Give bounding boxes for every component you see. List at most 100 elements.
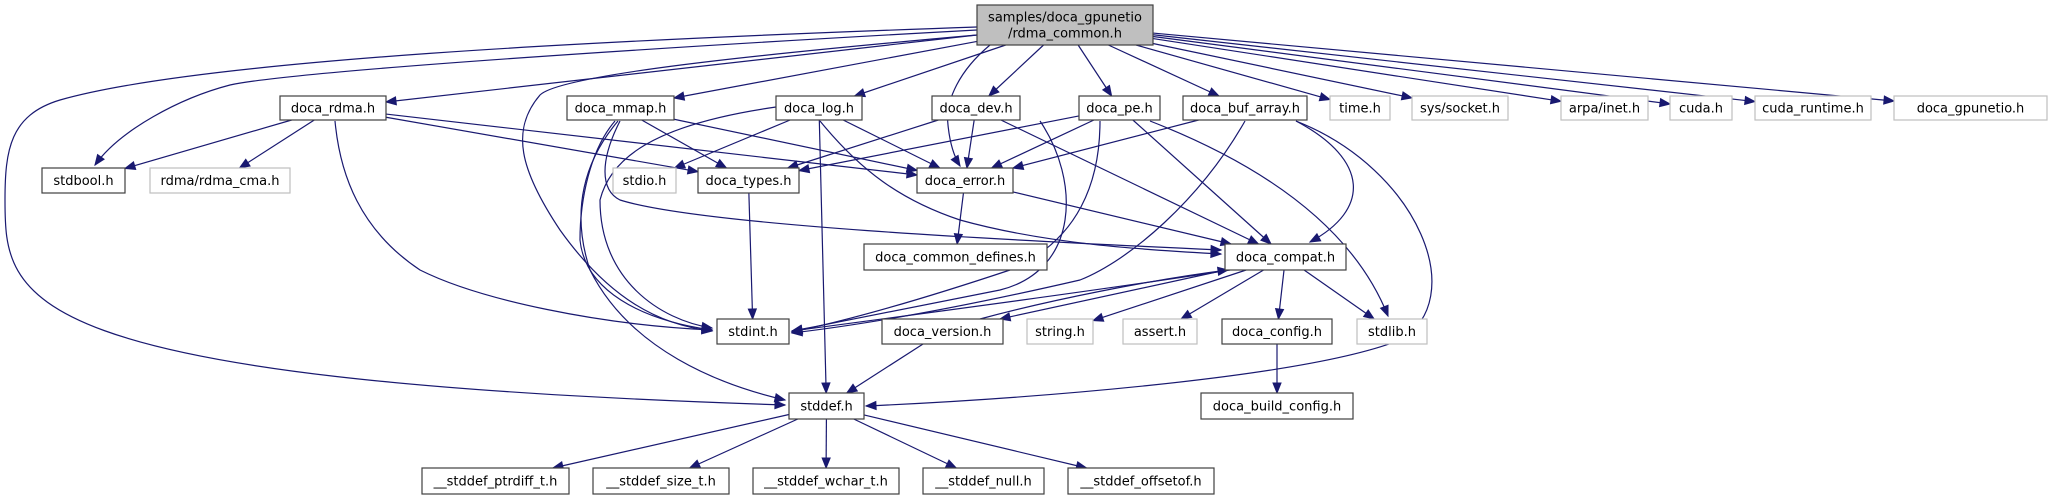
node-box <box>592 467 730 495</box>
edge-root-to-doca_error <box>947 44 991 168</box>
node-box <box>1224 243 1347 271</box>
edge-line <box>818 119 827 394</box>
node-doca-buf-array[interactable]: doca_buf_array.h <box>1182 95 1308 121</box>
edge-line <box>94 29 978 166</box>
edge-doca_dev-to-doca_error <box>963 119 975 170</box>
node-doca-common-defines[interactable]: doca_common_defines.h <box>863 243 1048 271</box>
arrowhead <box>673 159 687 169</box>
arrowhead <box>1260 233 1273 245</box>
node-stddef-wchar-t[interactable]: __stddef_wchar_t.h <box>752 467 900 495</box>
arrowhead <box>953 232 964 246</box>
arrowhead <box>963 156 974 170</box>
arrowhead <box>774 399 787 410</box>
node-root[interactable]: samples/doca_gpunetio/rdma_common.h <box>976 4 1154 46</box>
edge-doca_compat-to-assert <box>1179 269 1264 320</box>
arrowhead <box>700 321 714 332</box>
edge-line <box>791 120 1246 334</box>
edge-doca_compat-to-string <box>1091 269 1247 322</box>
edge-line <box>787 119 939 169</box>
node-label: __stddef_wchar_t.h <box>763 475 888 490</box>
edge-doca_mmap-to-doca_error <box>673 118 919 173</box>
edge-doca_buf_array-to-stdint <box>790 120 1246 337</box>
node-doca-error[interactable]: doca_error.h <box>916 167 1014 194</box>
node-label: time.h <box>1339 102 1381 117</box>
arrowhead <box>864 400 877 411</box>
node-doca-log[interactable]: doca_log.h <box>775 95 863 121</box>
node-label: stdlib.h <box>1368 325 1416 340</box>
edge-line <box>842 119 941 169</box>
edge-line <box>791 120 1067 332</box>
arrowhead <box>1216 266 1230 277</box>
edge-line <box>1108 44 1220 97</box>
node-doca-pe[interactable]: doca_pe.h <box>1078 95 1161 121</box>
arrowhead <box>1274 308 1285 321</box>
edge-line <box>599 106 777 329</box>
node-stddef-size-t[interactable]: __stddef_size_t.h <box>592 467 730 495</box>
edge-line <box>334 120 713 331</box>
node-label: doca_error.h <box>925 174 1005 189</box>
node-label: string.h <box>1035 325 1085 340</box>
arrowhead <box>950 154 961 168</box>
node-doca-rdma[interactable]: doca_rdma.h <box>279 95 387 121</box>
arrowhead <box>1658 97 1672 108</box>
edge-line <box>1135 44 1331 101</box>
node-stddef-null[interactable]: __stddef_null.h <box>922 467 1045 495</box>
arrowhead <box>1549 95 1563 105</box>
edge-line <box>1012 191 1232 245</box>
edge-line <box>674 119 791 169</box>
node-doca-mmap[interactable]: doca_mmap.h <box>566 95 675 121</box>
node-stddef-offsetof[interactable]: __stddef_offsetof.h <box>1067 467 1215 495</box>
node-arpa-inet: arpa/inet.h <box>1560 95 1649 121</box>
node-box <box>716 318 790 345</box>
node-doca-version[interactable]: doca_version.h <box>881 318 1004 345</box>
edge-line <box>1152 34 1756 103</box>
node-stddef-ptrdiff-t[interactable]: __stddef_ptrdiff_t.h <box>421 467 570 495</box>
edge-doca_version-to-stddef <box>845 343 924 394</box>
node-box <box>863 243 1048 271</box>
edge-doca_dev-to-doca_compat <box>1000 119 1260 245</box>
edge-root-to-cuda_runtime <box>1152 34 1757 106</box>
edge-line <box>1152 32 1895 102</box>
arrowhead <box>1210 248 1223 259</box>
edge-line <box>798 115 1080 172</box>
node-label: stddef.h <box>800 400 852 415</box>
arrowhead <box>672 91 686 101</box>
node-stdint[interactable]: stdint.h <box>716 318 790 345</box>
node-doca-dev[interactable]: doca_dev.h <box>931 95 1021 121</box>
edge-doca_log-to-stdint <box>599 106 777 332</box>
edge-doca_dev-to-doca_types <box>786 119 939 170</box>
node-box <box>697 167 800 194</box>
arrowhead <box>1091 312 1105 322</box>
node-sys-socket: sys/socket.h <box>1411 95 1509 121</box>
node-box <box>1356 318 1428 345</box>
edge-line <box>580 120 786 401</box>
node-box <box>1754 95 1872 121</box>
node-box <box>1026 318 1094 345</box>
arrowhead <box>384 96 397 106</box>
arrowhead <box>238 158 251 169</box>
edge-doca_buf_array-to-doca_compat <box>1295 120 1354 243</box>
node-doca-config[interactable]: doca_config.h <box>1221 318 1333 345</box>
node-doca-build-config[interactable]: doca_build_config.h <box>1200 392 1354 420</box>
node-doca-types[interactable]: doca_types.h <box>697 167 800 194</box>
node-doca-compat[interactable]: doca_compat.h <box>1224 243 1347 271</box>
node-stdbool[interactable]: stdbool.h <box>41 167 126 194</box>
edge-doca_rdma-to-doca_types <box>385 116 700 175</box>
edge-line <box>604 120 1222 251</box>
arrowhead <box>1011 160 1025 171</box>
edge-doca_buf_array-to-stddef <box>864 120 1433 411</box>
node-label: doca_rdma.h <box>291 102 375 117</box>
edge-line <box>1295 120 1354 243</box>
node-cuda: cuda.h <box>1669 95 1733 121</box>
edge-doca_mmap-to-doca_types <box>641 119 728 169</box>
node-label: doca_pe.h <box>1086 102 1152 117</box>
node-doca-gpunetio: doca_gpunetio.h <box>1893 95 2048 121</box>
edge-line <box>991 119 1095 169</box>
node-label: doca_log.h <box>784 102 854 117</box>
edge-line <box>846 343 924 394</box>
edge-line <box>947 44 991 167</box>
edge-line <box>1152 35 1671 105</box>
edge-line <box>1092 269 1247 322</box>
node-label: doca_build_config.h <box>1213 400 1341 415</box>
node-stddef[interactable]: stddef.h <box>788 392 865 420</box>
